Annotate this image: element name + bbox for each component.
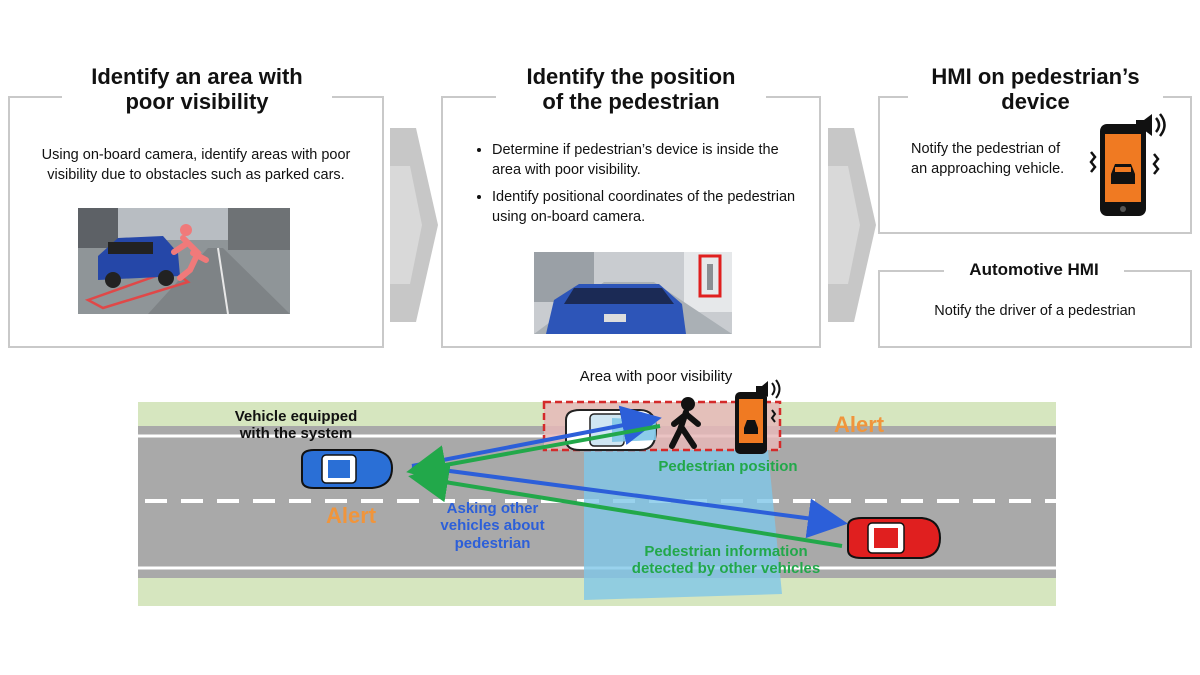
area-poor-visibility-label: Area with poor visibility <box>566 368 746 385</box>
vehicle-equipped-label: Vehicle equipped with the system <box>226 408 366 443</box>
asking-other-vehicles-label: Asking other vehicles about pedestrian <box>430 500 555 552</box>
alert-right-label: Alert <box>834 412 884 438</box>
alert-left-label: Alert <box>326 503 376 529</box>
equipped-vehicle-icon <box>302 450 392 488</box>
pedestrian-position-label: Pedestrian position <box>648 458 808 475</box>
pedestrian-info-label: Pedestrian information detected by other… <box>616 543 836 578</box>
other-vehicle-icon <box>848 518 940 558</box>
